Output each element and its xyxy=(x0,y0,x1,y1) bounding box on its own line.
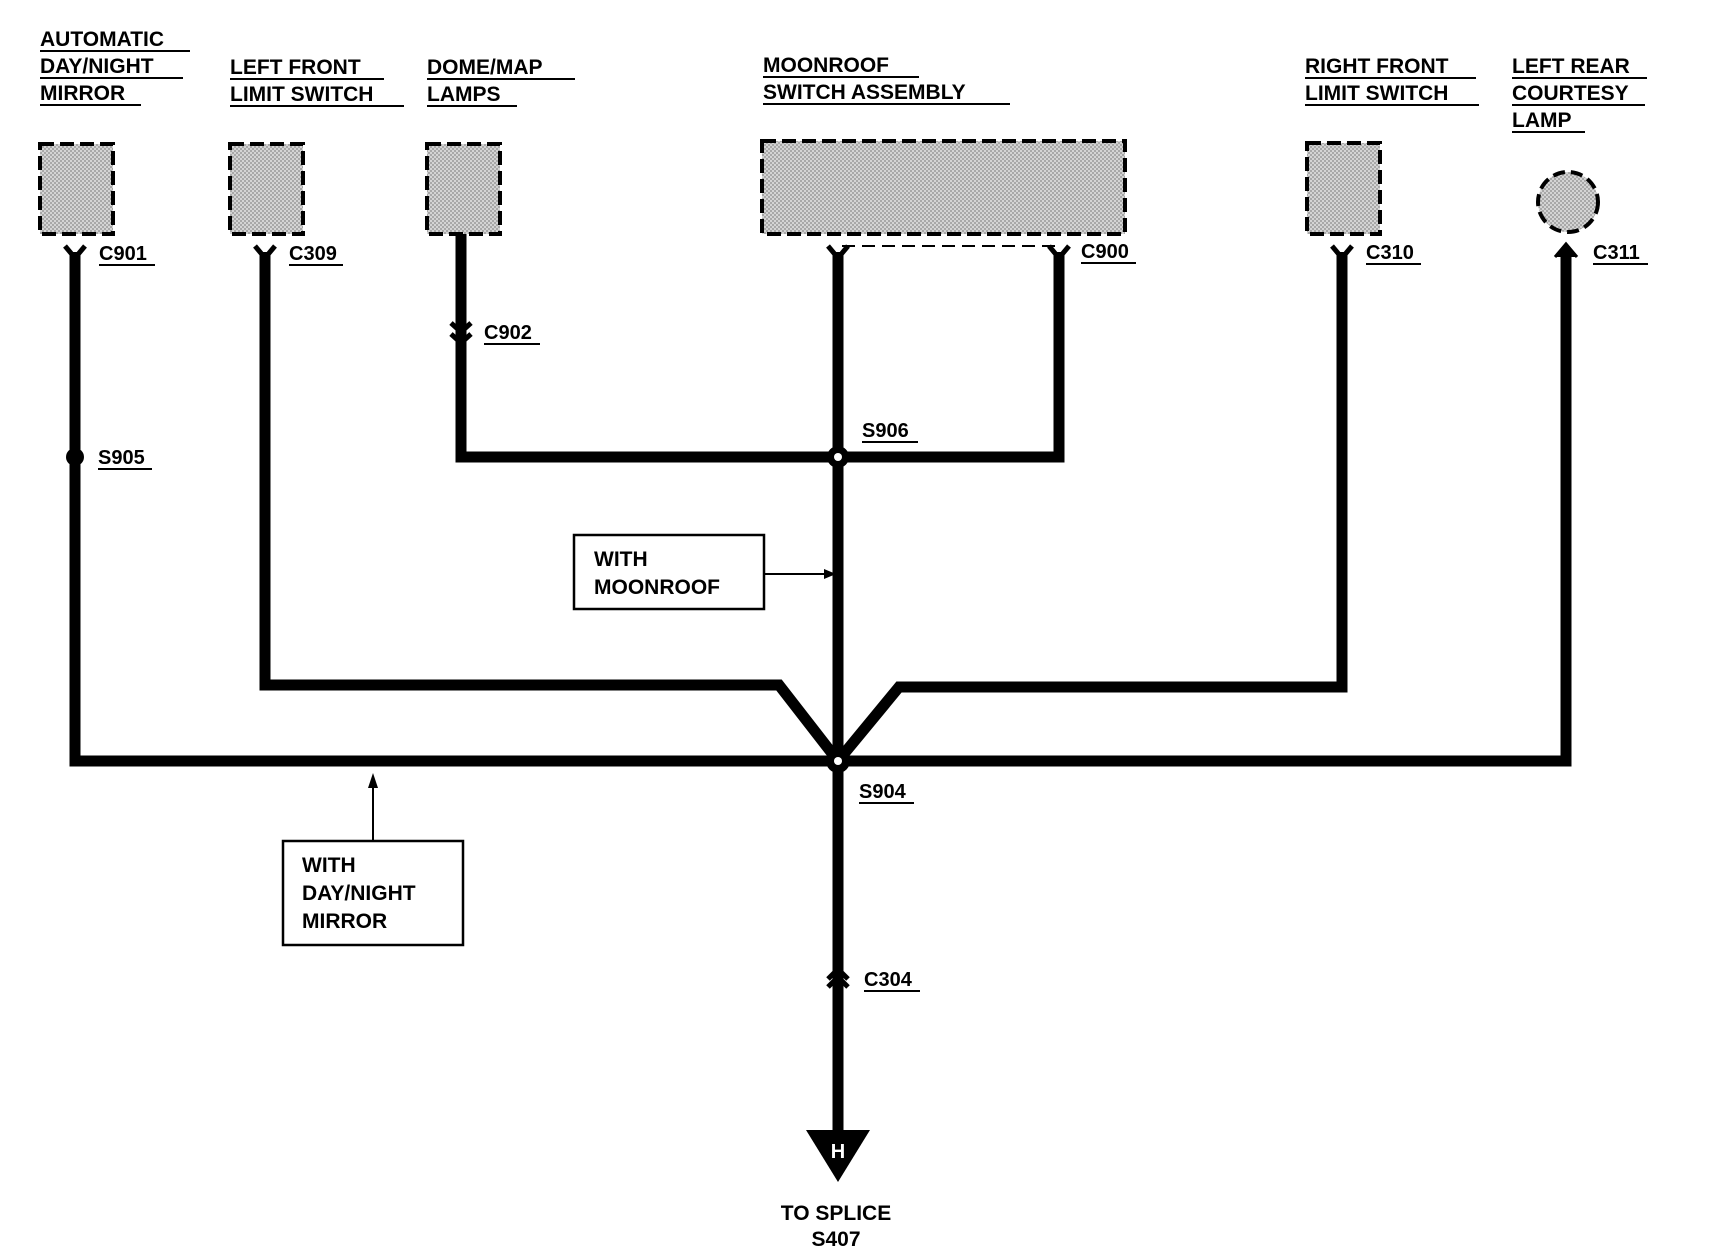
svg-text:C309: C309 xyxy=(289,243,337,265)
connector-c902-symbol xyxy=(449,321,473,347)
svg-text:LEFT FRONT: LEFT FRONT xyxy=(230,56,361,79)
svg-text:MOONROOF: MOONROOF xyxy=(594,576,720,599)
connector-c900-label: C900 xyxy=(1081,241,1136,264)
note-with-moonroof: WITH MOONROOF xyxy=(572,533,836,611)
left-rear-courtesy-lamp-bulb xyxy=(1536,170,1600,234)
connector-c311-label: C311 xyxy=(1593,242,1648,265)
svg-text:SWITCH ASSEMBLY: SWITCH ASSEMBLY xyxy=(763,81,966,104)
mirror-component-box xyxy=(38,142,115,236)
left-front-limit-switch-box xyxy=(228,142,305,236)
connector-c311-symbol xyxy=(1553,241,1579,258)
svg-text:C902: C902 xyxy=(484,322,532,344)
connector-c310-label: C310 xyxy=(1366,242,1421,265)
splice-s906-label: S906 xyxy=(862,420,918,443)
svg-text:S905: S905 xyxy=(98,447,145,469)
svg-text:MOONROOF: MOONROOF xyxy=(763,54,889,77)
svg-text:RIGHT FRONT: RIGHT FRONT xyxy=(1305,55,1449,78)
svg-text:DOME/MAP: DOME/MAP xyxy=(427,56,543,79)
label-automatic-day-night-mirror: AUTOMATIC DAY/NIGHT MIRROR xyxy=(40,28,190,106)
connector-c902-label: C902 xyxy=(484,322,540,345)
svg-text:LAMP: LAMP xyxy=(1512,109,1572,132)
label-left-front-limit-switch: LEFT FRONT LIMIT SWITCH xyxy=(230,56,404,107)
svg-text:WITH: WITH xyxy=(594,548,648,571)
svg-text:LEFT REAR: LEFT REAR xyxy=(1512,55,1630,78)
right-front-limit-switch-box xyxy=(1305,141,1382,236)
splice-s905-dot xyxy=(66,448,84,466)
svg-text:COURTESY: COURTESY xyxy=(1512,82,1629,105)
svg-text:C310: C310 xyxy=(1366,242,1414,264)
moonroof-switch-assembly-box xyxy=(760,139,1127,236)
svg-text:LAMPS: LAMPS xyxy=(427,83,501,106)
svg-text:C311: C311 xyxy=(1593,242,1640,264)
svg-text:AUTOMATIC: AUTOMATIC xyxy=(40,28,164,51)
svg-text:LIMIT SWITCH: LIMIT SWITCH xyxy=(230,83,373,106)
destination-line-1: TO SPLICE xyxy=(781,1202,891,1225)
connector-c901-symbol xyxy=(63,244,87,262)
svg-text:MIRROR: MIRROR xyxy=(40,82,125,105)
label-left-rear-courtesy-lamp: LEFT REAR COURTESY LAMP xyxy=(1512,55,1647,133)
connector-c900-right-symbol xyxy=(1047,244,1071,262)
wires xyxy=(69,234,1572,1130)
dome-map-lamps-box xyxy=(425,142,502,236)
ground-symbol-h xyxy=(806,1130,870,1182)
splice-s905-label: S905 xyxy=(98,447,152,470)
splice-s904-label: S904 xyxy=(859,781,914,804)
connector-c309-symbol xyxy=(253,244,277,262)
svg-text:S904: S904 xyxy=(859,781,907,803)
note-with-day-night-mirror: WITH DAY/NIGHT MIRROR xyxy=(281,773,465,947)
label-dome-map-lamps: DOME/MAP LAMPS xyxy=(427,56,575,107)
connector-c309-label: C309 xyxy=(289,243,343,266)
svg-text:DAY/NIGHT: DAY/NIGHT xyxy=(40,55,154,78)
connector-c310-symbol xyxy=(1330,244,1354,262)
ground-letter: H xyxy=(831,1141,845,1163)
svg-text:C304: C304 xyxy=(864,969,913,991)
svg-text:LIMIT SWITCH: LIMIT SWITCH xyxy=(1305,82,1448,105)
svg-text:WITH: WITH xyxy=(302,854,356,877)
connector-c900-left-symbol xyxy=(826,244,850,262)
label-right-front-limit-switch: RIGHT FRONT LIMIT SWITCH xyxy=(1305,55,1479,106)
destination-line-2: S407 xyxy=(811,1228,860,1248)
label-moonroof-switch-assembly: MOONROOF SWITCH ASSEMBLY xyxy=(763,54,1010,105)
svg-text:S906: S906 xyxy=(862,420,909,442)
connector-c304-label: C304 xyxy=(864,969,920,992)
svg-text:C901: C901 xyxy=(99,243,147,265)
connector-c304-symbol xyxy=(826,965,850,989)
svg-text:MIRROR: MIRROR xyxy=(302,910,387,933)
svg-text:DAY/NIGHT: DAY/NIGHT xyxy=(302,882,416,905)
connector-c901-label: C901 xyxy=(99,243,155,266)
svg-text:C900: C900 xyxy=(1081,241,1129,263)
